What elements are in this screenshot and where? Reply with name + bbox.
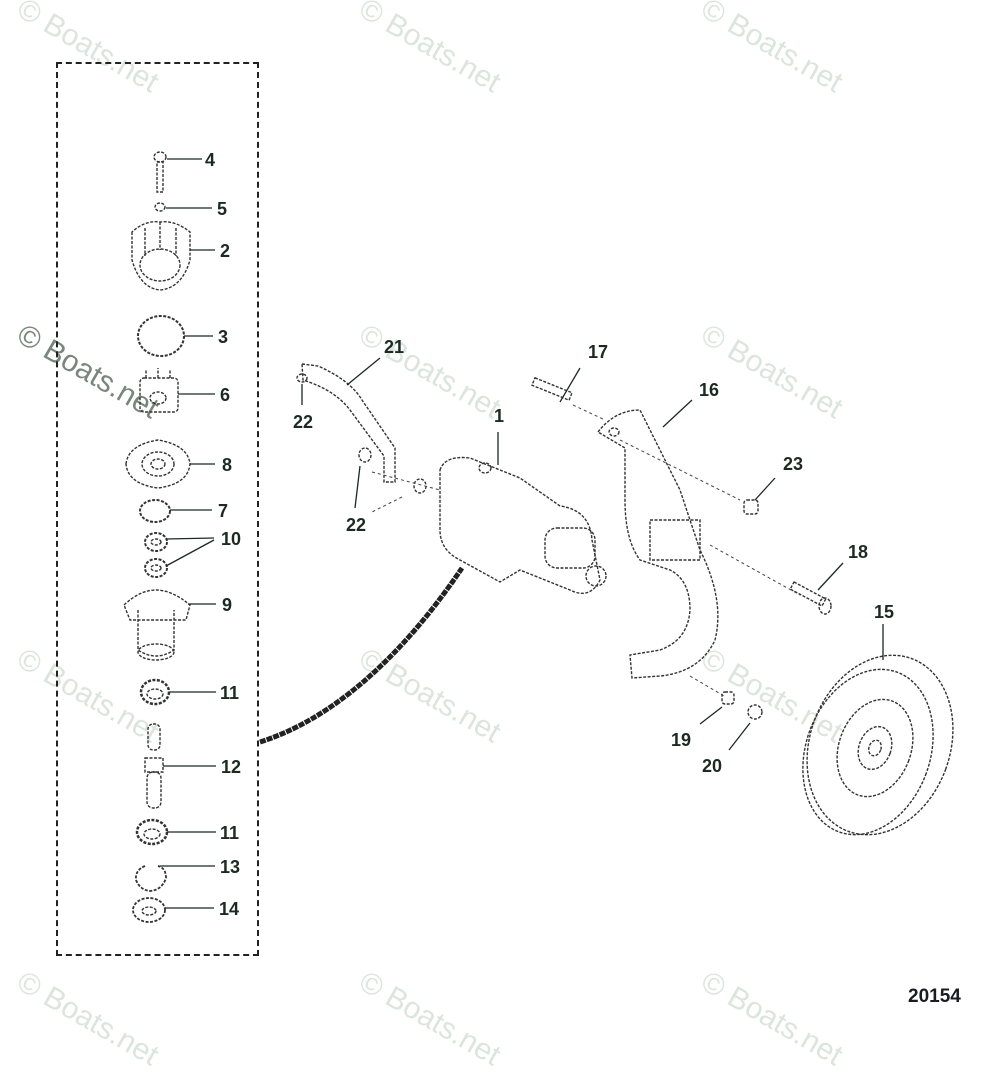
callout-17: 17 (588, 342, 609, 362)
callout-12: 12 (221, 757, 242, 777)
callout-14: 14 (219, 899, 240, 919)
nut-icon (747, 704, 763, 720)
callout-3: 3 (218, 327, 229, 347)
bearing-icon (135, 818, 169, 846)
bolt-icon (789, 581, 832, 615)
pulley-icon (802, 654, 954, 836)
callout-11-lower: 11 (220, 823, 240, 843)
pump-cover-icon (131, 221, 191, 291)
callout-7: 7 (218, 501, 229, 521)
callout-19: 19 (671, 730, 692, 750)
callout-4: 4 (205, 150, 216, 170)
bearing-icon (139, 678, 171, 706)
washer-icon (296, 373, 308, 383)
callout-22-lower: 22 (346, 515, 367, 535)
callout-23: 23 (783, 454, 804, 474)
exploded-detail-frame (56, 62, 259, 956)
seal-icon (144, 532, 168, 578)
stud-icon (531, 376, 573, 402)
pump-body-icon (123, 589, 191, 661)
callout-22-upper: 22 (293, 412, 314, 432)
pump-assembly-icon (439, 456, 607, 594)
nut-icon (743, 499, 759, 515)
callout-9: 9 (222, 595, 233, 615)
callout-2: 2 (220, 241, 231, 261)
seal-icon (132, 897, 166, 923)
snap-ring-icon (135, 865, 167, 892)
callout-15: 15 (874, 602, 895, 622)
callout-5: 5 (217, 199, 228, 219)
callout-16: 16 (699, 380, 720, 400)
o-ring-icon (137, 315, 185, 357)
callout-1: 1 (494, 406, 505, 426)
callout-11-upper: 11 (220, 683, 240, 703)
bracket-icon (596, 409, 719, 679)
figure-code: 20154 (908, 986, 961, 1007)
wear-plate-icon (125, 439, 191, 489)
o-ring-icon (139, 499, 171, 523)
callout-10: 10 (221, 529, 242, 549)
washer-icon (154, 202, 166, 212)
bolt-icon (153, 151, 167, 193)
brace-icon (301, 363, 396, 483)
callout-18: 18 (848, 542, 869, 562)
callout-21: 21 (384, 337, 405, 357)
impeller-icon (139, 368, 179, 413)
callout-20: 20 (702, 756, 723, 776)
nut-icon (721, 691, 735, 705)
callout-8: 8 (222, 455, 233, 475)
callout-13: 13 (220, 857, 241, 877)
callout-6: 6 (220, 385, 231, 405)
parts-drawing (123, 151, 954, 923)
shaft-icon (144, 723, 164, 809)
washer-icon (358, 447, 372, 463)
connector-line (259, 566, 465, 745)
